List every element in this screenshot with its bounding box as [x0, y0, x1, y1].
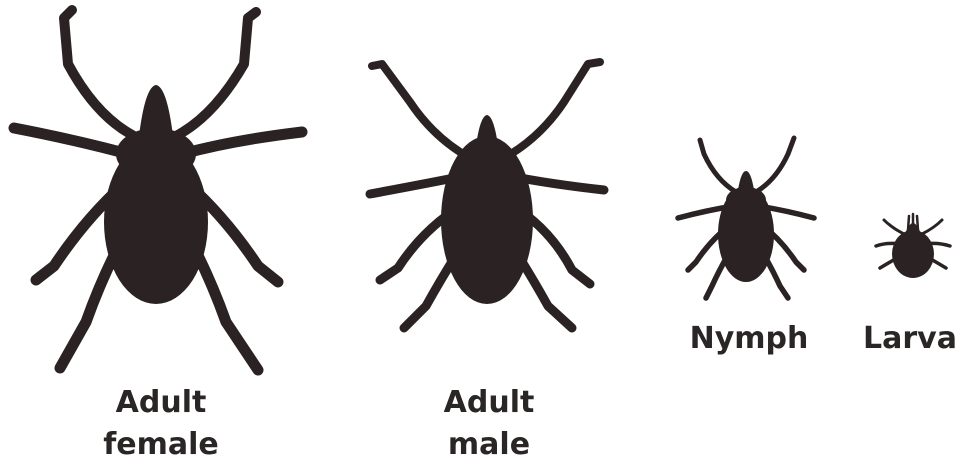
adult-male-label-line1: Adult [414, 382, 564, 424]
nymph-label: Nymph [674, 318, 824, 360]
adult-female-label: Adult female [86, 382, 236, 463]
adult-male-label: Adult male [414, 382, 564, 463]
larva-label: Larva [862, 318, 958, 360]
tick-adult-male-icon [364, 58, 610, 336]
tick-nymph-icon [672, 134, 820, 302]
adult-female-label-line2: female [86, 424, 236, 463]
larva-label-text: Larva [862, 318, 958, 360]
adult-female-label-line1: Adult [86, 382, 236, 424]
nymph-label-text: Nymph [674, 318, 824, 360]
adult-male-label-line2: male [414, 424, 564, 463]
tick-larva-icon [870, 212, 956, 280]
tick-adult-female-icon [6, 4, 306, 374]
